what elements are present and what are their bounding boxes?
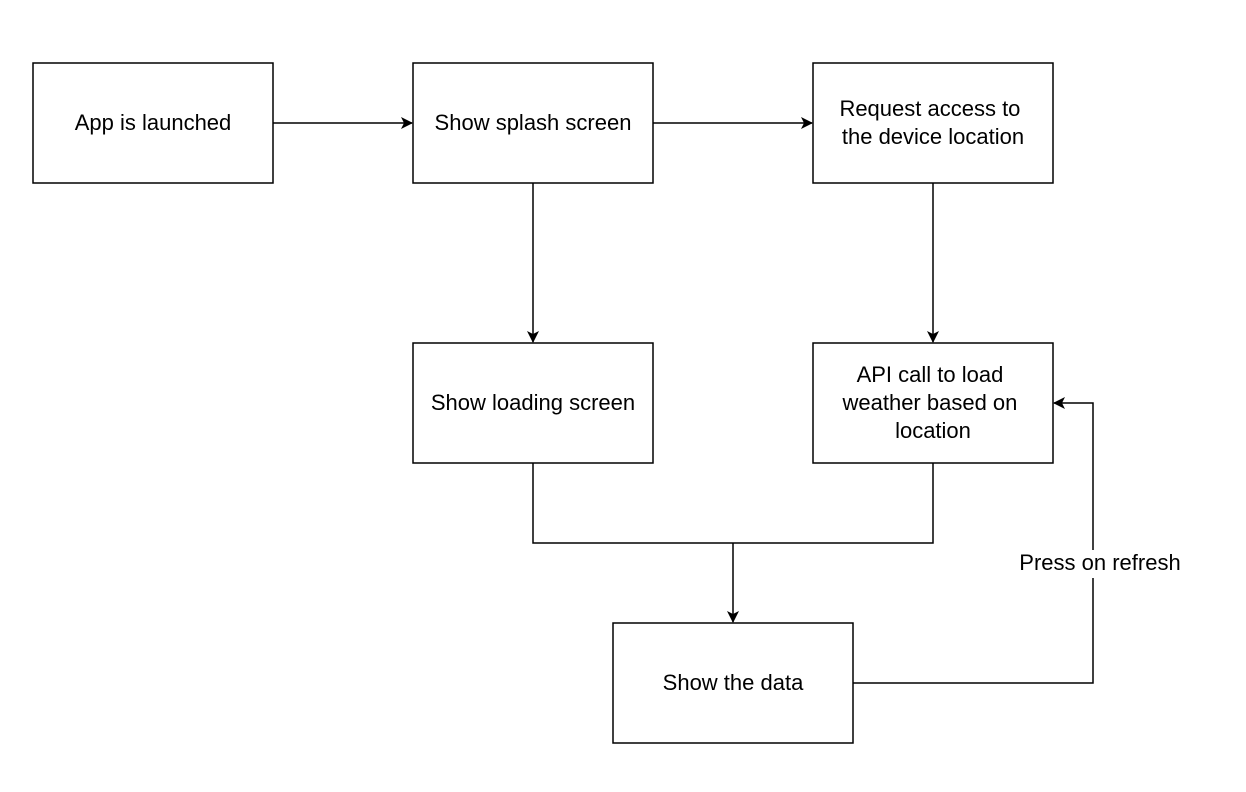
- node-show-the-data: Show the data: [612, 622, 854, 744]
- node-label: Show loading screen: [431, 390, 635, 415]
- node-label-line: weather based on: [841, 390, 1017, 415]
- node-label-line: Show the data: [663, 670, 804, 695]
- node-app-launched: App is launched: [32, 62, 274, 184]
- node-label: Request access to the device location: [839, 96, 1026, 149]
- node-box: [412, 342, 654, 464]
- refresh-edge-label: Press on refresh: [1019, 550, 1180, 575]
- node-box: [612, 622, 854, 744]
- node-label-line: API call to load: [857, 362, 1004, 387]
- node-label-line: App is launched: [75, 110, 232, 135]
- node-label-line: Show loading screen: [431, 390, 635, 415]
- node-label-line: Request access to: [839, 96, 1020, 121]
- node-show-loading-screen: Show loading screen: [412, 342, 654, 464]
- edge-refresh-loop: [853, 397, 1094, 684]
- node-box: [812, 342, 1054, 464]
- edge-loading-to-merge: [532, 463, 733, 544]
- node-label: Show splash screen: [435, 110, 632, 135]
- node-label-line: the device location: [842, 124, 1024, 149]
- node-api-call: API call to load weather based on locati…: [812, 342, 1054, 464]
- node-label-line: Show splash screen: [435, 110, 632, 135]
- node-request-location-access: Request access to the device location: [812, 62, 1054, 184]
- node-box: [812, 62, 1054, 184]
- node-label: Show the data: [663, 670, 804, 695]
- node-box: [412, 62, 654, 184]
- node-label: API call to load weather based on locati…: [841, 362, 1023, 443]
- node-label-line: location: [895, 418, 971, 443]
- refresh-label-background: [1012, 550, 1188, 578]
- node-label: App is launched: [75, 110, 232, 135]
- edges: Press on refresh: [273, 117, 1188, 684]
- node-box: [32, 62, 274, 184]
- node-show-splash-screen: Show splash screen: [412, 62, 654, 184]
- edge-api-call-to-merge: [733, 463, 934, 544]
